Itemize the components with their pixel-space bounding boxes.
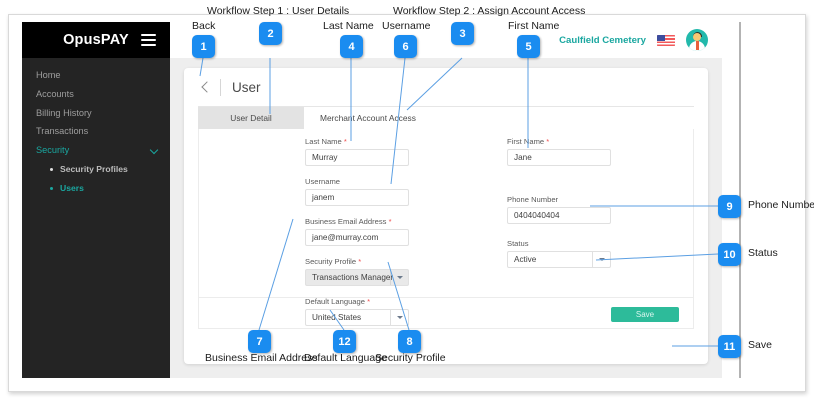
- header-divider: [220, 78, 221, 96]
- field-first-name: First Name * Jane: [507, 137, 703, 166]
- form-column-right: First Name * Jane Phone Number 040404040…: [507, 137, 703, 279]
- tab-user-detail[interactable]: User Detail: [198, 107, 304, 129]
- chevron-down-icon[interactable]: [390, 310, 408, 325]
- save-button[interactable]: Save: [611, 307, 679, 322]
- chevron-down-icon[interactable]: [390, 270, 408, 285]
- tab-bar: User Detail Merchant Account Access: [198, 106, 694, 129]
- us-flag-icon[interactable]: [657, 34, 675, 46]
- field-default-language: Default Language * United States: [305, 297, 501, 326]
- required-asterisk: *: [358, 257, 362, 266]
- sidebar-item-label: Security: [36, 145, 70, 156]
- field-phone-number: Phone Number 0404040404: [507, 195, 703, 224]
- security-profile-label: Security Profile *: [305, 257, 362, 266]
- field-last-name: Last Name * Murray: [305, 137, 501, 166]
- brand-logo-text: OpusPAY: [63, 32, 129, 48]
- tab-merchant-account-access[interactable]: Merchant Account Access: [304, 107, 416, 129]
- opuspay-app-window: OpusPAY Home Accounts Billing History Tr…: [22, 22, 722, 378]
- sidebar-item-security-profiles[interactable]: Security Profiles: [22, 160, 170, 179]
- sidebar-nav-list: Home Accounts Billing History Transactio…: [22, 58, 170, 198]
- form-footer-divider: [199, 297, 693, 298]
- phone-number-input[interactable]: 0404040404: [507, 207, 611, 224]
- sidebar-item-home[interactable]: Home: [22, 66, 170, 85]
- user-card: User User Detail Merchant Account Access: [184, 68, 708, 364]
- required-asterisk: *: [343, 137, 347, 146]
- sidebar: OpusPAY Home Accounts Billing History Tr…: [22, 22, 170, 378]
- default-language-select[interactable]: United States: [305, 309, 409, 326]
- business-email-label: Business Email Address *: [305, 217, 392, 226]
- first-name-label: First Name *: [507, 137, 550, 146]
- field-security-profile: Security Profile * Transactions Manager: [305, 257, 501, 286]
- username-label: Username: [305, 177, 341, 186]
- user-detail-form: Last Name * Murray Username janem: [198, 129, 694, 329]
- topbar: Caulfield Cemetery: [170, 22, 722, 58]
- field-status: Status Active: [507, 239, 703, 268]
- sidebar-item-users[interactable]: Users: [22, 179, 170, 198]
- sidebar-subitem-label: Security Profiles: [60, 163, 128, 174]
- page-title: User: [232, 79, 261, 95]
- content-area: User User Detail Merchant Account Access: [170, 58, 722, 378]
- last-name-input[interactable]: Murray: [305, 149, 409, 166]
- merchant-name: Caulfield Cemetery: [559, 34, 646, 46]
- status-label: Status: [507, 239, 529, 248]
- user-avatar-icon[interactable]: [686, 29, 708, 51]
- form-column-left: Last Name * Murray Username janem: [305, 137, 501, 337]
- field-username: Username janem: [305, 177, 501, 206]
- sidebar-brand-bar: OpusPAY: [22, 22, 170, 58]
- bullet-icon: [50, 167, 53, 171]
- sidebar-item-label: Billing History: [36, 107, 92, 118]
- required-asterisk: *: [388, 217, 392, 226]
- phone-number-label: Phone Number: [507, 195, 559, 204]
- bullet-icon: [50, 186, 53, 190]
- tab-label: Merchant Account Access: [320, 113, 416, 123]
- sidebar-item-label: Accounts: [36, 88, 74, 99]
- first-name-input[interactable]: Jane: [507, 149, 611, 166]
- business-email-input[interactable]: jane@murray.com: [305, 229, 409, 246]
- required-asterisk: *: [367, 297, 371, 306]
- sidebar-item-label: Transactions: [36, 126, 89, 137]
- chevron-down-icon[interactable]: [592, 252, 610, 267]
- sidebar-item-accounts[interactable]: Accounts: [22, 85, 170, 104]
- security-profile-select[interactable]: Transactions Manager: [305, 269, 409, 286]
- default-language-label: Default Language *: [305, 297, 371, 306]
- sidebar-item-label: Home: [36, 70, 61, 80]
- username-input[interactable]: janem: [305, 189, 409, 206]
- tab-label: User Detail: [230, 113, 272, 123]
- card-header: User: [198, 68, 694, 106]
- status-select[interactable]: Active: [507, 251, 611, 268]
- sidebar-item-transactions[interactable]: Transactions: [22, 122, 170, 141]
- last-name-label: Last Name *: [305, 137, 347, 146]
- sidebar-item-security[interactable]: Security: [22, 141, 170, 160]
- sidebar-subitem-label: Users: [60, 182, 84, 193]
- chevron-down-icon: [149, 145, 159, 155]
- required-asterisk: *: [546, 137, 550, 146]
- back-chevron-icon[interactable]: [198, 80, 212, 94]
- sidebar-item-billing-history[interactable]: Billing History: [22, 104, 170, 123]
- field-business-email: Business Email Address * jane@murray.com: [305, 217, 501, 246]
- hamburger-icon[interactable]: [141, 34, 156, 46]
